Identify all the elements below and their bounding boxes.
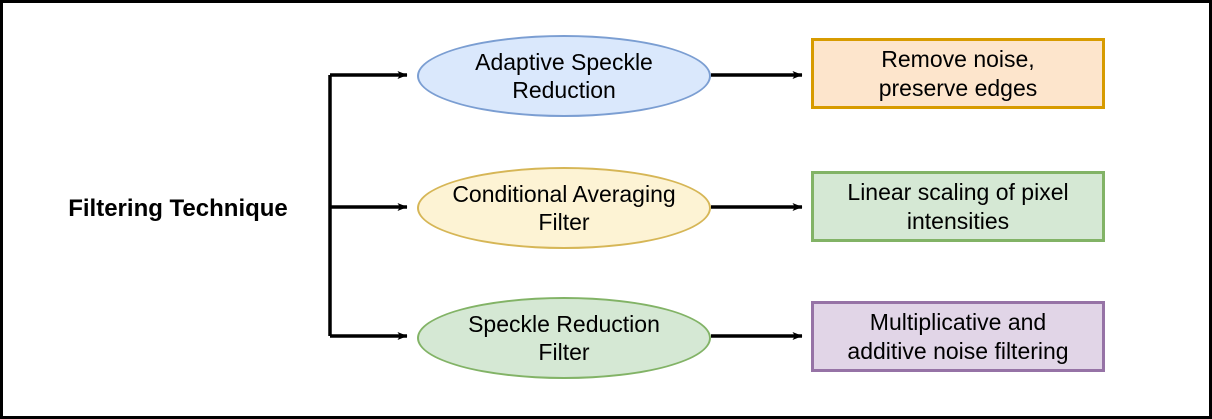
outcome-remove-noise-preserve-edges[interactable]: Remove noise, preserve edges <box>811 38 1105 109</box>
node-label: Adaptive Speckle Reduction <box>475 48 653 104</box>
connector-layer <box>328 71 803 340</box>
node-label-line-1: Speckle Reduction <box>468 310 660 337</box>
node-speckle-reduction-filter[interactable]: Speckle Reduction Filter <box>417 297 711 379</box>
node-label-line-2: Filter <box>538 209 590 235</box>
outcome-label-line-2: preserve edges <box>878 74 1038 101</box>
outcome-label: Multiplicative and additive noise filter… <box>847 308 1068 364</box>
node-label-line-2: Filter <box>538 339 590 365</box>
outcome-label: Linear scaling of pixel intensities <box>847 178 1068 234</box>
node-label: Conditional Averaging Filter <box>452 180 675 236</box>
outcome-label-line-2: intensities <box>906 207 1010 234</box>
node-label-line-1: Adaptive Speckle <box>475 48 653 75</box>
node-adaptive-speckle-reduction[interactable]: Adaptive Speckle Reduction <box>417 35 711 117</box>
node-label-line-2: Reduction <box>512 77 616 103</box>
node-label-line-1: Conditional Averaging <box>452 180 676 207</box>
outcome-label-line-2: additive noise filtering <box>847 337 1069 364</box>
outcome-label-line-1: Linear scaling of pixel <box>847 179 1069 206</box>
node-conditional-averaging-filter[interactable]: Conditional Averaging Filter <box>417 167 711 249</box>
outcome-multiplicative-and-additive-noise-filtering[interactable]: Multiplicative and additive noise filter… <box>811 301 1105 372</box>
node-label: Speckle Reduction Filter <box>468 310 660 366</box>
outcome-label-line-1: Remove noise, <box>881 46 1035 73</box>
outcome-label: Remove noise, preserve edges <box>879 45 1038 101</box>
root-label: Filtering Technique <box>68 195 288 222</box>
outcome-linear-scaling-of-pixel-intensities[interactable]: Linear scaling of pixel intensities <box>811 171 1105 242</box>
outcome-label-line-1: Multiplicative and <box>869 309 1047 336</box>
